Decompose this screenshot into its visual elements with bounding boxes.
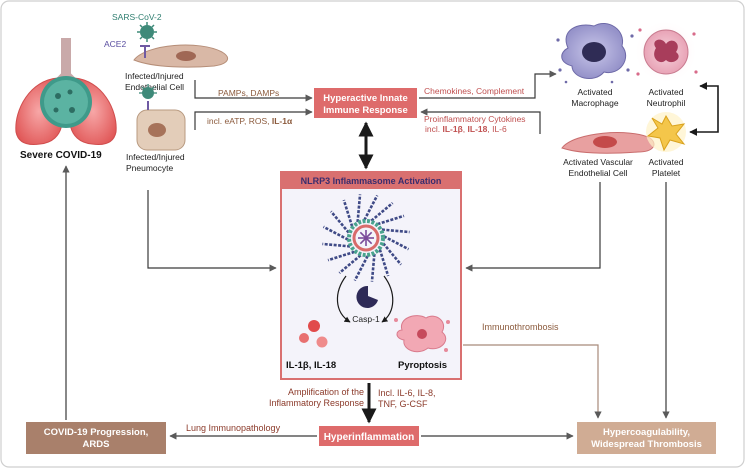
hypercoagulability-box [577, 422, 716, 454]
casp1-left-arrow [336, 275, 351, 323]
macrophage-label-line2: Macrophage [571, 98, 619, 108]
inflammasome-spoke [383, 235, 410, 251]
inflammasome-spoke [322, 242, 351, 248]
left-input-arrow [147, 190, 277, 272]
inflammasome-core-spoke [365, 231, 373, 239]
lung-immunopathology-label: Lung Immunopathology [186, 423, 281, 433]
infected-endothelial-label-line1: Infected/Injured [125, 71, 184, 81]
hyperinflammation-label: Hyperinflammation [324, 432, 415, 443]
inflammasome-spoke [363, 194, 379, 221]
neutrophil-label-line2: Neutrophil [647, 98, 686, 108]
inflammasome-icon [322, 194, 410, 282]
covid-progression-line1: COVID-19 Progression, [44, 427, 149, 438]
infected-pneumocyte-label-line2: Pneumocyte [126, 163, 174, 173]
pamps-damps-label: PAMPs, DAMPs [218, 88, 279, 98]
infected-pneumocyte-label-line1: Infected/Injured [126, 152, 185, 162]
inflammasome-spoke [356, 194, 362, 223]
inflammasome-spoke [381, 228, 410, 234]
lungs-illustration [15, 38, 117, 145]
inflammasome-spoke [322, 225, 349, 241]
inflammasome-spoke [378, 249, 390, 277]
proinflammatory-arrow [420, 108, 541, 134]
amplification-label-line2: Inflammatory Response [269, 398, 364, 408]
neutrophil-platelet-arrow [689, 82, 719, 136]
caspase-1-icon [356, 285, 378, 308]
macrophage-icon [556, 23, 634, 84]
casp1-right-arrow [381, 275, 394, 323]
vascular-endothelial-cell-icon [561, 132, 655, 154]
inflammasome-ring [347, 219, 385, 257]
hypercoagulability-line1: Hypercoagulability, [603, 427, 690, 438]
chemokines-label: Chemokines, Complement [424, 86, 525, 96]
inflammasome-core-spoke [365, 237, 373, 245]
inflammasome-spoke [338, 254, 362, 275]
amplification-label-line1: Amplification of the [288, 387, 364, 397]
cytokine-droplets-icon [299, 320, 328, 348]
platelet-label-line2: Platelet [652, 168, 681, 178]
immunothrombosis-arrow [463, 344, 602, 419]
sars-cov-2-label: SARS-CoV-2 [112, 12, 162, 22]
chemokines-arrow [419, 70, 557, 99]
inflammasome-spoke [370, 253, 376, 282]
neutrophil-label-line1: Activated [649, 87, 684, 97]
inflammasome-spoke [370, 201, 394, 222]
inflammasome-spoke [327, 250, 355, 262]
right-input-arrow [465, 182, 601, 272]
eatp-arrow [194, 108, 313, 130]
pamps-arrow [194, 80, 313, 102]
infected-endothelial-label-line2: Endothelial Cell [125, 82, 184, 92]
hyperactive-label-line2: Immune Response [323, 105, 407, 116]
inflammasome-spoke [342, 199, 354, 227]
proinflammatory-incl-label: incl. IL-1β, IL-18, IL-6 [425, 124, 507, 134]
inflammasome-core-spoke [359, 231, 367, 239]
pyroptosis-cell-icon [394, 315, 450, 353]
covid-progression-box [26, 422, 166, 454]
hypercoagulability-line2: Widespread Thrombosis [591, 439, 702, 450]
ace2-label: ACE2 [104, 39, 126, 49]
inflammasome-spoke [377, 214, 405, 226]
infected-pneumocyte-icon [136, 84, 186, 151]
casp1-label: Casp-1 [352, 314, 380, 324]
vascular-endothelial-label-line1: Activated Vascular [563, 157, 633, 167]
hyperactive-label-line1: Hyperactive Innate [323, 93, 407, 104]
proinflammatory-label: Proinflammatory Cytokines [424, 114, 526, 124]
platelet-icon [646, 112, 686, 152]
incl-cytokines-line2: TNF, G-CSF [378, 399, 428, 409]
nlrp3-title: NLRP3 Inflammasome Activation [301, 176, 442, 186]
inflammasome-spoke [382, 242, 403, 266]
hyperinflammation-box [319, 426, 419, 446]
infected-endothelial-cell-icon [133, 44, 229, 68]
il1b-il18-label: IL-1β, IL-18 [286, 360, 336, 371]
covid-progression-line2: ARDS [83, 439, 110, 450]
inflammasome-spoke [329, 210, 350, 234]
macrophage-label-line1: Activated [578, 87, 613, 97]
sars-cov-2-virus-icon [137, 22, 157, 42]
hyperactive-immune-box [314, 88, 417, 118]
severe-covid-label: Severe COVID-19 [20, 150, 102, 161]
inflammasome-core-spoke [359, 237, 367, 245]
incl-eatp-ros-label: incl. eATP, ROS, IL-1α [207, 116, 293, 126]
platelet-label-line1: Activated [649, 157, 684, 167]
inflammasome-spoke [353, 255, 369, 282]
vascular-endothelial-label-line2: Endothelial Cell [568, 168, 627, 178]
incl-cytokines-line1: Incl. IL-6, IL-8, [378, 388, 436, 398]
inflammasome-inner-ring [352, 224, 380, 252]
immunothrombosis-label: Immunothrombosis [482, 322, 559, 332]
pyroptosis-label: Pyroptosis [398, 360, 447, 371]
nlrp3-title-bar [281, 172, 461, 189]
neutrophil-icon [634, 20, 698, 84]
